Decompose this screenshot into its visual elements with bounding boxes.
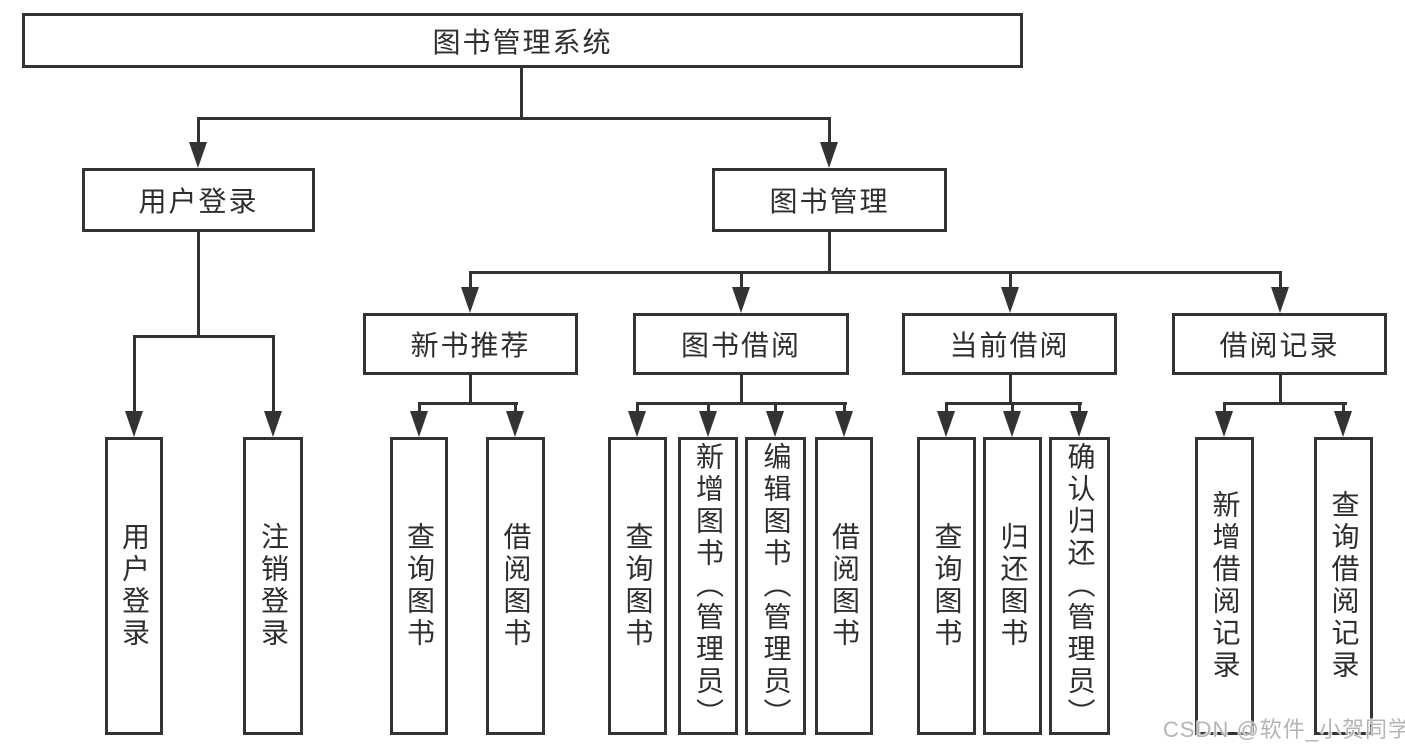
connector-line — [418, 402, 421, 415]
node-user-login: 用户登录 — [82, 168, 315, 232]
node-book-borrowing: 图书借阅 — [633, 313, 849, 375]
connector-line — [945, 402, 948, 415]
connector-line — [133, 335, 275, 338]
connector-line — [828, 117, 831, 145]
node-label: 查询图书 — [622, 522, 654, 650]
leaf-query-borrow-record: 查询借阅记录 — [1314, 437, 1373, 735]
leaf-query-books-1: 查询图书 — [390, 437, 448, 735]
leaf-borrow-books-1: 借阅图书 — [486, 437, 545, 735]
connector-line — [520, 68, 523, 120]
csdn-watermark: CSDN @软件_小贺同学 — [1163, 717, 1405, 742]
connector-line — [1342, 402, 1345, 415]
connector-line — [636, 402, 847, 405]
connector-line — [740, 375, 743, 405]
node-label: 新书推荐 — [410, 330, 531, 361]
leaf-add-borrow-record: 新增借阅记录 — [1195, 437, 1254, 735]
connector-line — [418, 402, 518, 405]
arrowhead-down-icon — [766, 411, 784, 437]
arrowhead-down-icon — [699, 411, 717, 437]
leaf-borrow-books-2: 借阅图书 — [815, 437, 873, 735]
connector-line — [774, 402, 777, 415]
node-label: 图书管理系统 — [432, 26, 613, 58]
connector-line — [1279, 271, 1282, 293]
arrowhead-down-icon — [189, 142, 207, 168]
arrowhead-down-icon — [1215, 411, 1233, 437]
node-label: 当前借阅 — [949, 330, 1070, 361]
node-label: 图书管理 — [769, 186, 890, 217]
connector-line — [469, 271, 472, 293]
leaf-confirm-return-admin: 确认归还（管理员） — [1049, 437, 1110, 735]
node-label: 注销登录 — [258, 522, 289, 650]
node-label: 新增图书（管理员） — [693, 442, 724, 730]
node-label: 归还图书 — [997, 522, 1029, 650]
arrowhead-down-icon — [1334, 411, 1352, 437]
arrowhead-down-icon — [1003, 411, 1021, 437]
connector-line — [636, 402, 639, 415]
node-label: 查询图书 — [931, 522, 963, 650]
connector-line — [469, 271, 1282, 274]
node-label: 确认归还（管理员） — [1064, 442, 1096, 730]
node-label: 用户登录 — [138, 186, 259, 217]
connector-line — [469, 375, 472, 405]
node-label: 借阅记录 — [1219, 330, 1340, 361]
arrowhead-down-icon — [1001, 287, 1019, 313]
connector-line — [1078, 402, 1081, 415]
leaf-query-books-3: 查询图书 — [917, 437, 976, 735]
connector-line — [197, 232, 200, 338]
connector-line — [828, 232, 831, 274]
arrowhead-down-icon — [628, 411, 646, 437]
connector-line — [1011, 402, 1014, 415]
node-label: 查询借阅记录 — [1328, 490, 1360, 682]
node-label: 新增借阅记录 — [1209, 490, 1241, 682]
connector-line — [707, 402, 710, 415]
leaf-edit-books-admin: 编辑图书（管理员） — [745, 437, 806, 735]
connector-line — [1279, 375, 1282, 405]
arrowhead-down-icon — [264, 411, 282, 437]
arrowhead-down-icon — [461, 287, 479, 313]
connector-line — [740, 271, 743, 293]
connector-line — [843, 402, 846, 415]
arrowhead-down-icon — [506, 411, 524, 437]
leaf-logout: 注销登录 — [243, 437, 303, 735]
arrowhead-down-icon — [1271, 287, 1289, 313]
connector-line — [272, 335, 275, 415]
arrowhead-down-icon — [835, 411, 853, 437]
leaf-query-books-2: 查询图书 — [608, 437, 667, 735]
leaf-return-books: 归还图书 — [983, 437, 1042, 735]
connector-line — [197, 117, 831, 120]
arrowhead-down-icon — [820, 142, 838, 168]
node-book-management: 图书管理 — [712, 168, 947, 232]
node-label: 用户登录 — [119, 522, 150, 650]
leaf-user-login: 用户登录 — [105, 437, 163, 735]
connector-line — [1009, 271, 1012, 293]
connector-line — [197, 117, 200, 145]
arrowhead-down-icon — [1070, 411, 1088, 437]
connector-line — [1223, 402, 1347, 405]
leaf-add-books-admin: 新增图书（管理员） — [678, 437, 738, 735]
node-label: 查询图书 — [404, 522, 435, 650]
node-label: 借阅图书 — [829, 522, 860, 650]
connector-line — [133, 335, 136, 415]
node-label: 借阅图书 — [500, 522, 532, 650]
arrowhead-down-icon — [410, 411, 428, 437]
node-label: 编辑图书（管理员） — [760, 442, 792, 730]
connector-line — [1009, 375, 1012, 405]
arrowhead-down-icon — [732, 287, 750, 313]
node-library-system: 图书管理系统 — [22, 13, 1023, 68]
arrowhead-down-icon — [937, 411, 955, 437]
node-borrowing-records: 借阅记录 — [1172, 313, 1387, 375]
node-label: 图书借阅 — [680, 330, 801, 361]
arrowhead-down-icon — [125, 411, 143, 437]
connector-line — [1223, 402, 1226, 415]
node-new-book-recommend: 新书推荐 — [363, 313, 578, 375]
connector-line — [514, 402, 517, 415]
node-current-borrowing: 当前借阅 — [902, 313, 1117, 375]
